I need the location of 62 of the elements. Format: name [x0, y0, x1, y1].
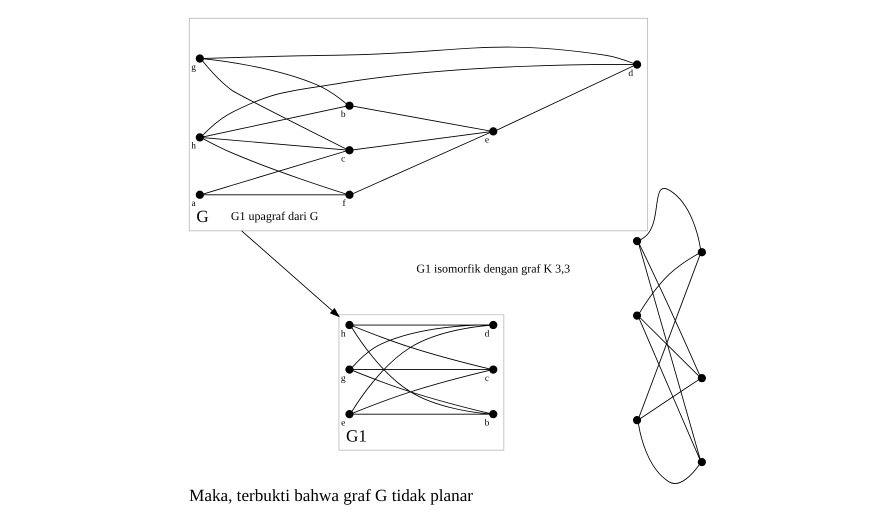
node-circle [489, 410, 498, 418]
node-label: e [484, 136, 490, 146]
node-circle [632, 311, 642, 320]
connector [639, 253, 699, 314]
label: G1 isomorfik dengan graf K 3,3 [416, 262, 570, 276]
node-label: e [341, 418, 346, 428]
connector [352, 106, 490, 132]
connector [202, 64, 634, 136]
node-label: b [484, 418, 490, 428]
node-label: b [340, 110, 346, 120]
node-circle [345, 190, 354, 199]
node-label: a [191, 199, 196, 210]
connector [203, 194, 346, 196]
connector [203, 106, 346, 138]
node-circle [632, 236, 642, 246]
connector [638, 318, 700, 460]
node-circle [489, 365, 498, 374]
node-circle [632, 60, 642, 69]
node-circle [345, 102, 354, 110]
node-label: d [484, 329, 490, 340]
connector [203, 46, 634, 64]
connector [202, 60, 346, 150]
node-circle [196, 133, 204, 142]
node-circle [196, 54, 204, 63]
connector [638, 423, 700, 484]
node-label: f [342, 199, 346, 210]
node-circle [632, 416, 642, 424]
connector [352, 369, 490, 370]
connector [640, 318, 700, 376]
node-label: g [340, 374, 346, 384]
node-label: h [191, 142, 196, 152]
connector [352, 132, 490, 194]
connector [203, 137, 346, 150]
node-label: h [340, 329, 346, 340]
connector [638, 255, 700, 418]
edge-label: G1 upagraf dari G [230, 208, 318, 223]
node-circle [345, 365, 354, 374]
node-label: c [484, 374, 490, 384]
node-circle [345, 146, 354, 154]
connector [638, 244, 700, 460]
node-circle [698, 374, 706, 382]
connector [640, 380, 699, 419]
node-circle [489, 320, 498, 330]
connector [203, 150, 346, 194]
connector [203, 58, 347, 104]
node-circle [345, 320, 354, 330]
node-label: c [341, 154, 346, 164]
connector [352, 131, 490, 150]
connector [203, 138, 346, 194]
node-label: g [191, 62, 196, 73]
node-circle [698, 248, 706, 256]
node-circle [489, 127, 498, 136]
node-label: d [628, 68, 634, 79]
caption: Maka, terbukti bahwa graf G tidak planar [189, 486, 474, 505]
connector [638, 244, 700, 376]
node-circle [196, 190, 204, 199]
connector [640, 188, 701, 249]
connector [352, 414, 490, 415]
node-circle [698, 458, 706, 466]
connector [496, 66, 634, 131]
arrow [241, 230, 340, 318]
node-circle [345, 410, 354, 418]
